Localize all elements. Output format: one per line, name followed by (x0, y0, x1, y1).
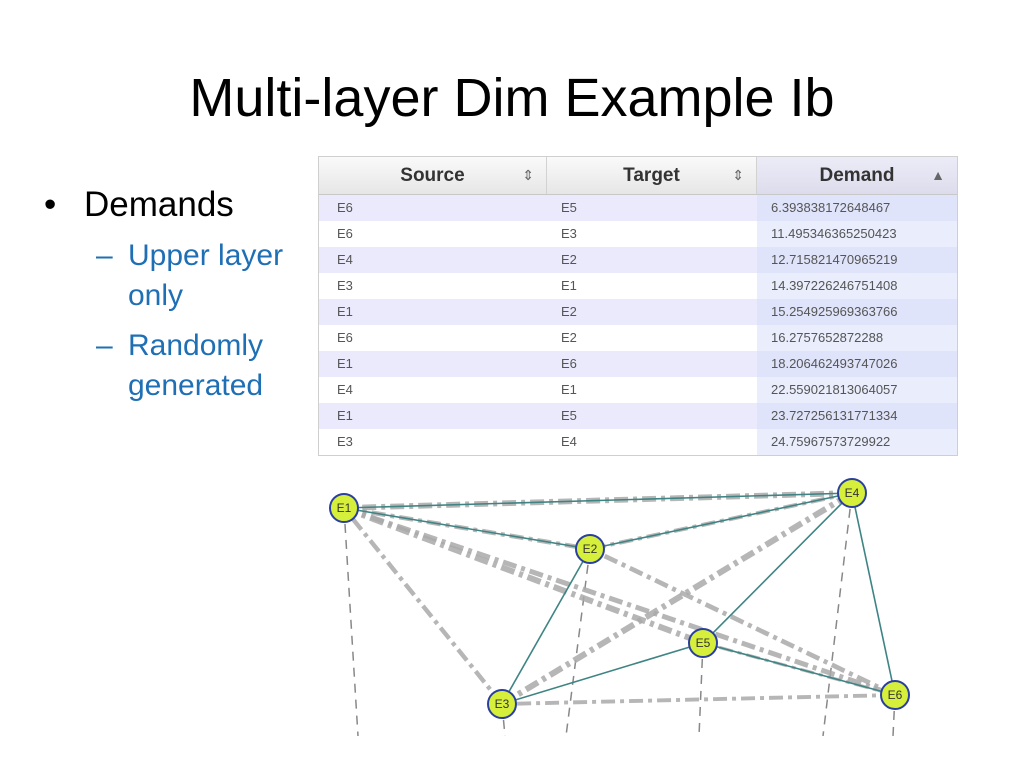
cell-source: E1 (337, 356, 353, 371)
lower-layer-link (343, 507, 359, 736)
cell-target: E1 (561, 382, 577, 397)
cell-target: E5 (561, 200, 577, 215)
graph-link (702, 492, 853, 644)
cell-target: E6 (561, 356, 577, 371)
cell-source: E3 (337, 278, 353, 293)
cell-target: E1 (561, 278, 577, 293)
demand-link (500, 490, 854, 707)
cell-demand: 6.393838172648467 (757, 195, 957, 221)
sort-both-icon: ⇕ (522, 167, 534, 183)
sub-bullet-text: Upper layer only (128, 239, 284, 312)
table-row[interactable]: E4 E2 12.715821470965219 (319, 247, 957, 273)
cell-target: E2 (561, 304, 577, 319)
table-row[interactable]: E3 E4 24.75967573729922 (319, 429, 957, 455)
cell-demand: 16.2757652872288 (757, 325, 957, 351)
graph-node-label: E5 (696, 636, 711, 650)
sub-bullet-list: – Upper layer only – Randomly generated (96, 236, 298, 406)
cell-target: E3 (561, 226, 577, 241)
sub-bullet-dash: – (96, 239, 113, 272)
graph-link (702, 642, 896, 696)
cell-source: E4 (337, 382, 353, 397)
graph-node[interactable] (575, 534, 605, 564)
demand-link (342, 505, 705, 646)
graph-node-label: E4 (845, 486, 860, 500)
table-row[interactable]: E1 E5 23.727256131771334 (319, 403, 957, 429)
cell-demand: 15.254925969363766 (757, 299, 957, 325)
graph-link (501, 642, 704, 705)
sub-bullet-text: Randomly generated (128, 329, 264, 402)
graph-node[interactable] (880, 680, 910, 710)
cell-demand: 14.397226246751408 (757, 273, 957, 299)
cell-target: E2 (561, 252, 577, 267)
lower-layer-link (822, 492, 853, 736)
graph-node[interactable] (329, 493, 359, 523)
lower-layer-link (565, 548, 591, 736)
table-row[interactable]: E4 E1 22.559021813064057 (319, 377, 957, 403)
table-row[interactable]: E6 E5 6.393838172648467 (319, 195, 957, 221)
sort-ascending-icon: ▲ (931, 167, 945, 183)
demand-link (588, 546, 897, 698)
table-row[interactable]: E6 E2 16.2757652872288 (319, 325, 957, 351)
demand-link (343, 505, 896, 698)
bullet-text: Demands (84, 185, 234, 224)
cell-target: E4 (561, 434, 577, 449)
table-row[interactable]: E6 E3 11.495346365250423 (319, 221, 957, 247)
cell-source: E1 (337, 408, 353, 423)
column-header-demand[interactable]: Demand ▲ (757, 157, 957, 194)
column-header-label: Demand (819, 165, 895, 186)
table-header: Source ⇕ Target ⇕ Demand ▲ (319, 157, 957, 195)
column-header-target[interactable]: Target ⇕ (547, 157, 757, 194)
bullet-dot: • (44, 185, 57, 224)
cell-source: E6 (337, 330, 353, 345)
cell-demand: 22.559021813064057 (757, 377, 957, 403)
graph-link (501, 548, 591, 705)
sort-both-icon: ⇕ (732, 167, 744, 183)
demand-link (342, 506, 504, 706)
bullet-demands: • Demands (44, 182, 298, 228)
table-row[interactable]: E1 E6 18.206462493747026 (319, 351, 957, 377)
column-header-label: Source (400, 165, 465, 186)
bullet-list: • Demands – Upper layer only – Randomly … (44, 182, 298, 416)
graph-link (343, 507, 591, 550)
sub-bullet-upper-layer: – Upper layer only (96, 236, 298, 316)
cell-source: E1 (337, 304, 353, 319)
sub-bullet-dash: – (96, 329, 113, 362)
cell-source: E6 (337, 200, 353, 215)
graph-node-label: E2 (583, 542, 598, 556)
cell-target: E5 (561, 408, 577, 423)
graph-node[interactable] (487, 689, 517, 719)
cell-demand: 18.206462493747026 (757, 351, 957, 377)
slide-title: Multi-layer Dim Example Ib (189, 68, 835, 128)
sub-bullet-randomly-generated: – Randomly generated (96, 326, 298, 406)
graph-node-label: E3 (495, 697, 510, 711)
cell-source: E3 (337, 434, 353, 449)
table-row[interactable]: E1 E2 15.254925969363766 (319, 299, 957, 325)
column-header-source[interactable]: Source ⇕ (319, 157, 547, 194)
graph-link (343, 492, 853, 509)
graph-node-label: E6 (888, 688, 903, 702)
table-row[interactable]: E3 E1 14.397226246751408 (319, 273, 957, 299)
cell-target: E2 (561, 330, 577, 345)
column-header-label: Target (623, 165, 680, 186)
graph-node-label: E1 (337, 501, 352, 515)
cell-demand: 11.495346365250423 (757, 221, 957, 247)
graph-link (851, 492, 896, 696)
cell-demand: 23.727256131771334 (757, 403, 957, 429)
graph-link (589, 492, 853, 550)
cell-source: E6 (337, 226, 353, 241)
cell-demand: 12.715821470965219 (757, 247, 957, 273)
graph-node[interactable] (837, 478, 867, 508)
cell-source: E4 (337, 252, 353, 267)
graph-node[interactable] (688, 628, 718, 658)
cell-demand: 24.75967573729922 (757, 429, 957, 455)
demand-link (501, 693, 896, 706)
